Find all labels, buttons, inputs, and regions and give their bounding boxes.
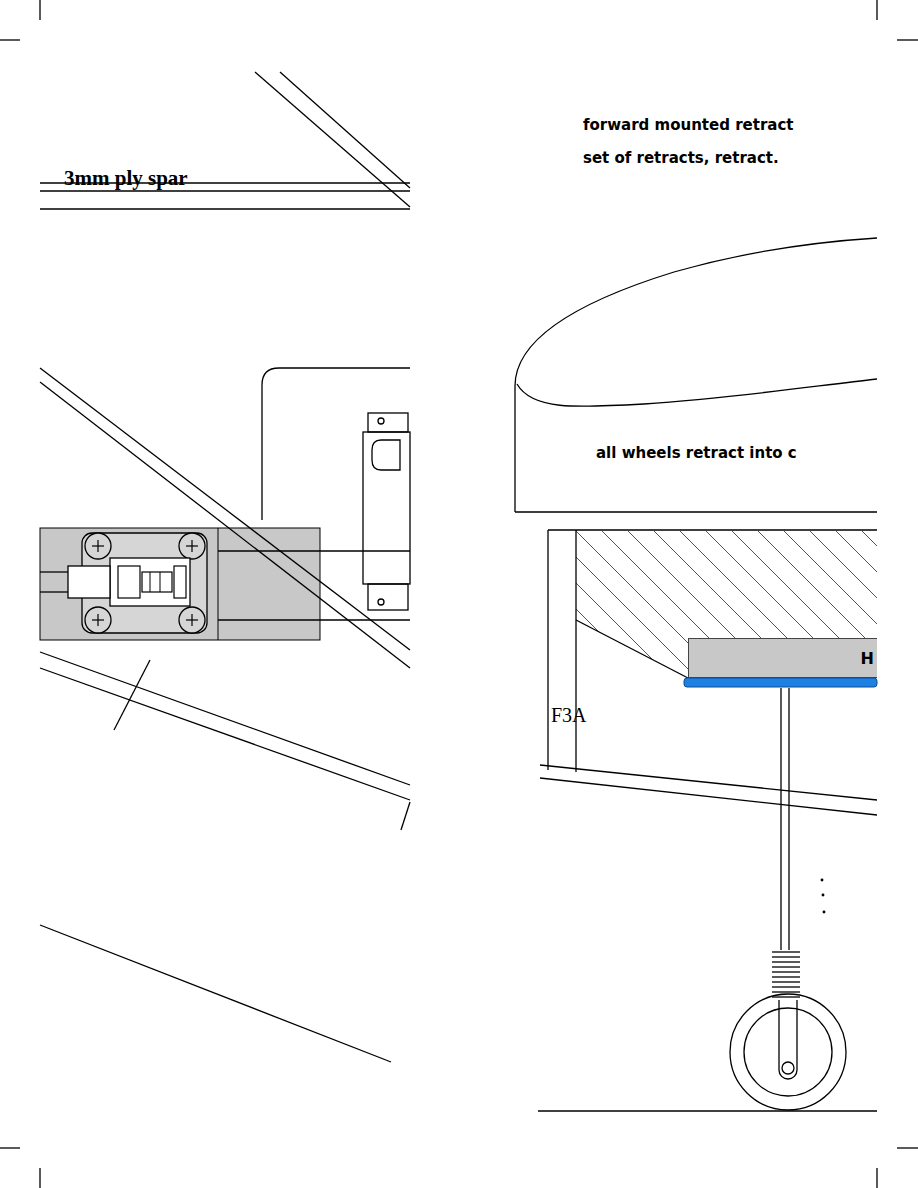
landing-gear [730,688,846,1110]
former-label: F3A [551,704,587,727]
note-text: forward mounted retract [583,116,793,134]
hatched-block [420,531,918,681]
node-text: H [861,649,874,668]
retract-unit: H [688,638,877,678]
part-label: 3mm ply spar [64,166,188,191]
node-text: all wheels retract into c [596,444,797,462]
nacelle-shape [514,236,878,513]
nacelle-outline: all wheels retract into c [514,236,878,513]
wing-lines [40,368,410,1062]
fuselage-lines [538,530,877,1111]
servo-mount [40,528,320,640]
note-text: set of retracts, retract. [583,149,779,167]
retract-plate [684,678,877,687]
spar-lines [40,72,410,209]
